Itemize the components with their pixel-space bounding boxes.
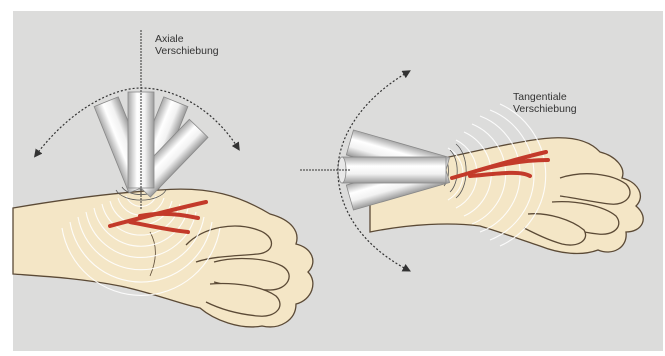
axial-label-line2: Verschiebung xyxy=(155,45,219,57)
tangential-label-line1: Tangentiale xyxy=(513,91,567,103)
ultrasound-probe-icon xyxy=(342,157,446,183)
tangential-label-line2: Verschiebung xyxy=(513,103,577,115)
axial-label-line1: Axiale xyxy=(155,33,184,45)
